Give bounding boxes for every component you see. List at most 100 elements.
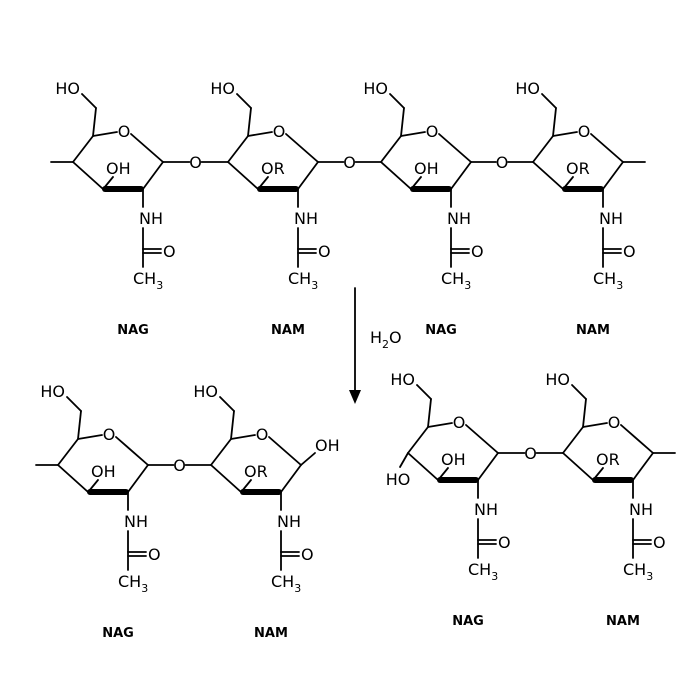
bond — [427, 422, 453, 428]
ring-oxygen-label: O — [426, 122, 439, 141]
bond — [552, 107, 557, 137]
ring-oxygen-label: O — [273, 122, 286, 141]
residue-name-label: NAG — [102, 626, 134, 641]
bond — [411, 176, 422, 189]
glycosidic-oxygen-label: O — [173, 456, 186, 475]
c3-hydroxyl-label: OH — [414, 159, 439, 178]
bond — [632, 452, 654, 481]
glycosidic-oxygen-label: O — [343, 153, 356, 172]
glycosidic-oxygen: O — [147, 456, 212, 475]
bond — [427, 398, 432, 428]
bond — [285, 133, 319, 163]
bond — [400, 107, 405, 137]
carbonyl-oxygen-label: O — [471, 242, 484, 261]
bond — [103, 176, 114, 189]
amide-nh-label: NH — [629, 500, 653, 519]
ring-oxygen-label: O — [608, 413, 621, 432]
ring-oxygen-label: O — [453, 413, 466, 432]
bond — [210, 438, 232, 466]
bond — [399, 452, 409, 468]
residue-name-label: NAM — [271, 323, 305, 338]
bond — [541, 93, 557, 109]
glycosidic-oxygen-label: O — [496, 153, 509, 172]
glycosidic-oxygen: O — [497, 444, 564, 463]
bond — [92, 107, 97, 137]
bond — [590, 133, 624, 163]
bond — [268, 436, 302, 466]
bond — [77, 434, 103, 440]
glycosidic-oxygen: O — [317, 153, 382, 172]
bond — [57, 438, 79, 466]
methyl-label: CH3 — [118, 572, 148, 595]
carbonyl-oxygen-label: O — [623, 242, 636, 261]
anomeric-hydroxyl-label: OH — [315, 436, 340, 455]
bond — [582, 398, 587, 428]
bond — [562, 452, 594, 481]
hydroxymethyl-label: HO — [390, 370, 415, 389]
c3-hydroxyl-label: OH — [106, 159, 131, 178]
bond — [465, 424, 499, 454]
bond — [450, 161, 472, 190]
bond — [88, 479, 99, 492]
c3-lactyl-ether-label: OR — [566, 159, 590, 178]
bond — [552, 131, 578, 137]
methyl-label: CH3 — [441, 269, 471, 292]
c3-lactyl-ether-label: OR — [261, 159, 285, 178]
bond — [81, 93, 97, 109]
bond — [407, 426, 429, 454]
ring-oxygen-label: O — [118, 122, 131, 141]
methyl-label: CH3 — [133, 269, 163, 292]
bond — [241, 479, 252, 492]
amide-nh-label: NH — [599, 209, 623, 228]
ring-oxygen-label: O — [578, 122, 591, 141]
hydroxymethyl-label: HO — [210, 79, 235, 98]
bond — [563, 176, 574, 189]
c3-lactyl-ether-label: OR — [244, 462, 268, 481]
glycosidic-oxygen-label: O — [524, 444, 537, 463]
glycosidic-oxygen-label: O — [189, 153, 202, 172]
residue-name-label: NAG — [117, 323, 149, 338]
bond — [72, 161, 104, 190]
amide-nh-label: NH — [474, 500, 498, 519]
bond — [400, 131, 426, 137]
carbonyl-oxygen-label: O — [301, 545, 314, 564]
bond — [297, 161, 319, 190]
carbonyl-oxygen-label: O — [653, 533, 666, 552]
glycosidic-oxygen: O — [162, 153, 229, 172]
bond — [258, 176, 269, 189]
bond — [127, 464, 149, 493]
bond — [66, 396, 82, 412]
bond — [142, 161, 164, 190]
bond — [380, 161, 412, 190]
bond — [477, 452, 499, 481]
amide-nh-label: NH — [277, 512, 301, 531]
bond — [92, 131, 118, 137]
bond — [532, 135, 554, 163]
ring-oxygen-label: O — [103, 425, 116, 444]
hydroxymethyl-label: HO — [515, 79, 540, 98]
amide-nh-label: NH — [294, 209, 318, 228]
hydroxymethyl-label: HO — [545, 370, 570, 389]
bond — [247, 131, 273, 137]
amide-nh-label: NH — [447, 209, 471, 228]
bond — [230, 434, 256, 440]
reaction-arrow — [349, 287, 361, 404]
methyl-label: CH3 — [288, 269, 318, 292]
carbonyl-oxygen-label: O — [163, 242, 176, 261]
residue-name-label: NAM — [254, 626, 288, 641]
bond — [407, 452, 439, 481]
bond — [389, 93, 405, 109]
bond — [593, 467, 604, 480]
c3-hydroxyl-label: OH — [91, 462, 116, 481]
methyl-label: CH3 — [623, 560, 653, 583]
bond — [571, 384, 587, 400]
